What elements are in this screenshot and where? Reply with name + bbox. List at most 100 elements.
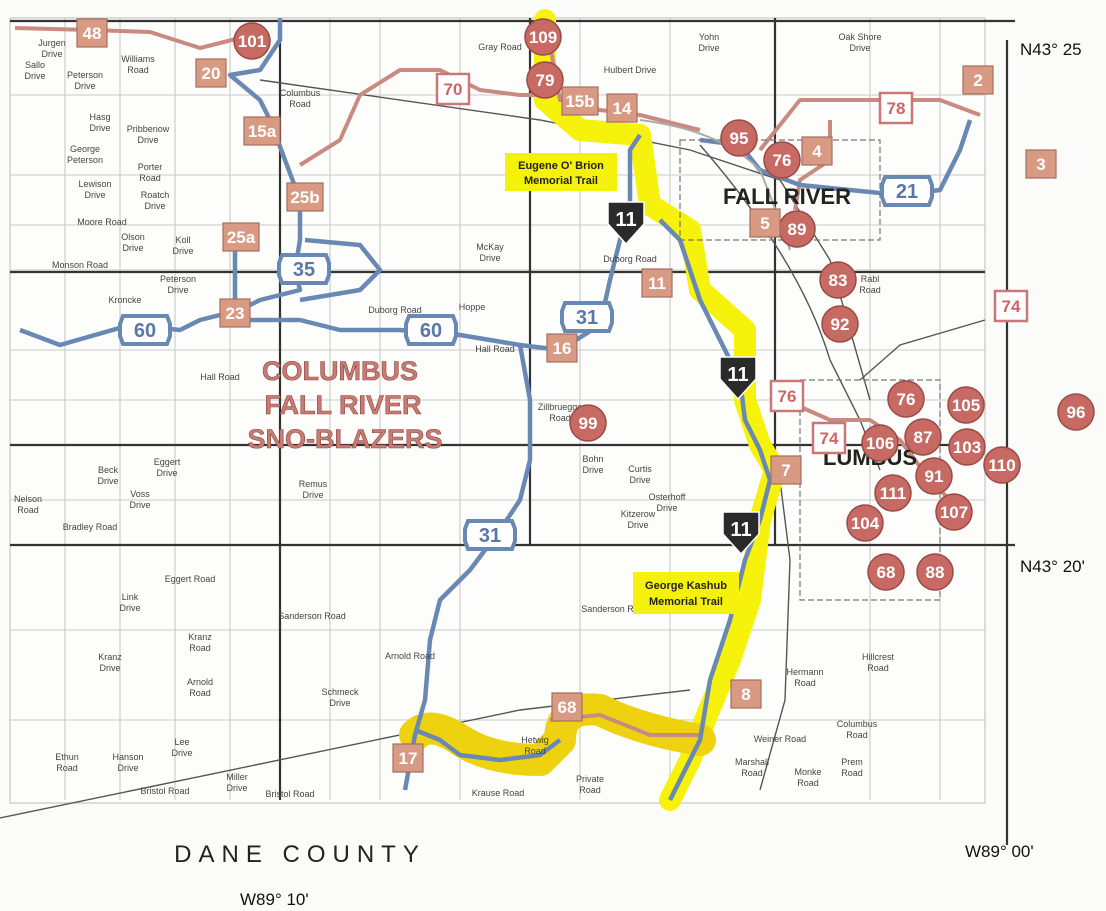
town-outlines <box>679 139 941 601</box>
badge-number: 76 <box>778 387 797 406</box>
road-label: Hulbert Drive <box>604 65 657 75</box>
badge-circle-shape <box>861 424 899 462</box>
eugene-trail-label: Eugene O' Brion Memorial Trail <box>505 153 617 191</box>
road-label: Porter <box>138 162 163 172</box>
road-label: Drive <box>302 490 323 500</box>
road-label: Road <box>56 763 78 773</box>
badge-square-shape <box>641 268 673 298</box>
corridor-shield-blue: 31 <box>560 301 614 333</box>
trail-circle-badge: 92 <box>821 305 859 343</box>
road-label: Peterson <box>160 274 196 284</box>
badge-number: 107 <box>940 503 968 522</box>
road-label: Roatch <box>141 190 170 200</box>
road-label: Private <box>576 774 604 784</box>
road-label: Duborg Road <box>603 254 657 264</box>
road-label: Road <box>139 173 161 183</box>
shield-shape <box>607 201 645 246</box>
club-line: SNO-BLAZERS <box>248 424 443 454</box>
route-shield-black: 11 <box>719 356 757 401</box>
badge-number: 20 <box>202 64 221 83</box>
badge-white-shape <box>435 72 471 106</box>
badge-square-shape <box>730 679 762 709</box>
road-label: Sanderson Road <box>278 611 346 621</box>
corridor-shield-blue: 21 <box>880 175 934 207</box>
badge-circle-shape <box>821 305 859 343</box>
badge-number: 105 <box>952 396 980 415</box>
road-label: Arnold Road <box>385 651 435 661</box>
road-label: Columbus <box>837 719 878 729</box>
state-trail-badge: 74 <box>993 289 1029 323</box>
badge-number: 88 <box>926 563 945 582</box>
badge-number: 79 <box>536 71 555 90</box>
trail-square-badge: 11 <box>641 268 673 298</box>
badge-square-shape <box>606 93 638 123</box>
trail-square-badge: 3 <box>1025 149 1057 179</box>
trail-square-badge: 17 <box>392 743 424 773</box>
trail-square-badge: 68 <box>551 692 583 722</box>
badge-circle-shape <box>887 380 925 418</box>
badge-number: 110 <box>988 456 1015 475</box>
road-label: Road <box>289 99 311 109</box>
road-label: Drive <box>167 285 188 295</box>
george-trail-label: George Kashub Memorial Trail <box>633 572 739 614</box>
road-label: Sanderson Road <box>581 604 649 614</box>
badge-number: 14 <box>613 99 632 118</box>
road-label: Kitzerow <box>621 509 656 519</box>
road-label: Drive <box>656 503 677 513</box>
state-trail-badge: 76 <box>769 379 805 413</box>
road-label: Williams <box>121 54 155 64</box>
road-label: Drive <box>172 246 193 256</box>
trail-circle-badge: 104 <box>846 504 884 542</box>
badge-square-shape <box>222 222 260 252</box>
road-label: Hermann <box>786 667 823 677</box>
state-trail-badge: 78 <box>878 91 914 125</box>
badge-number: 95 <box>730 129 749 148</box>
road-label: Monson Road <box>52 260 108 270</box>
shield-shape <box>719 356 757 401</box>
badge-square-shape <box>546 333 578 363</box>
trail-circle-badge: 103 <box>948 428 986 466</box>
road-label: Remus <box>299 479 328 489</box>
road-label: Hoppe <box>459 302 486 312</box>
trail-name-line: Memorial Trail <box>649 596 723 608</box>
badge-square-shape <box>561 86 599 116</box>
road-label: Hall Road <box>200 372 240 382</box>
road-label: McKay <box>476 242 504 252</box>
road-label: Road <box>189 688 211 698</box>
badge-circle-shape <box>763 141 801 179</box>
trail-name-line: George Kashub <box>645 580 727 592</box>
badge-circle-shape <box>233 22 271 60</box>
road-label: Drive <box>479 253 500 263</box>
road-label: Schmeck <box>321 687 359 697</box>
road-label: Road <box>841 768 863 778</box>
badge-number: 15a <box>248 122 277 141</box>
badge-number: 8 <box>741 685 750 704</box>
badge-number: 74 <box>1002 297 1021 316</box>
shield-number: 11 <box>615 209 636 231</box>
route-shield-black: 11 <box>722 511 760 556</box>
badge-number: 16 <box>553 339 572 358</box>
badge-number: 91 <box>925 467 944 486</box>
badge-circle-shape <box>524 18 562 56</box>
badge-circle-shape <box>819 261 857 299</box>
badge-number: 103 <box>953 438 981 457</box>
badge-white-shape <box>811 421 847 455</box>
trail-name-line: Eugene O' Brion <box>518 160 604 172</box>
trail-circle-badge: 96 <box>1057 393 1095 431</box>
road-label: Peterson <box>67 155 103 165</box>
badge-square-shape <box>962 65 994 95</box>
trail-circle-badge: 76 <box>763 141 801 179</box>
badge-square-shape <box>392 743 424 773</box>
coord-n43-25: N43° 25 <box>1020 40 1082 59</box>
badge-number: 7 <box>781 461 790 480</box>
coord-w89-00: W89° 00' <box>965 842 1034 861</box>
road-label: Drive <box>41 49 62 59</box>
coord-w89-10: W89° 10' <box>240 890 309 909</box>
trail-square-badge: 8 <box>730 679 762 709</box>
badge-square-shape <box>749 208 781 238</box>
badge-square-shape <box>243 116 281 146</box>
shield-shape <box>404 314 458 346</box>
road-label: Krause Road <box>472 788 525 798</box>
road-label: Road <box>846 730 868 740</box>
